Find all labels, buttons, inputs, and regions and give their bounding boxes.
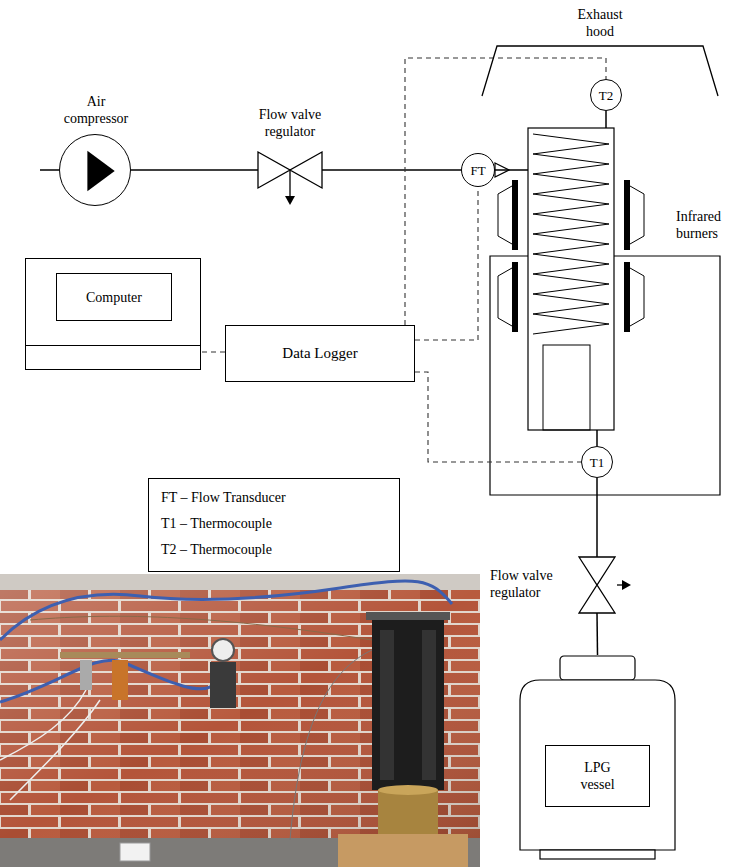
node-label: Data Logger <box>282 345 357 362</box>
rect-part <box>543 345 590 430</box>
rect-part <box>624 180 630 250</box>
heater-column <box>528 128 614 430</box>
path-part <box>10 700 100 800</box>
rect-part <box>528 128 614 430</box>
rect-part <box>380 630 394 780</box>
path-part <box>0 660 214 702</box>
air-inlet-stub <box>40 170 59 171</box>
abbreviation-key: FT – Flow Transducer T1 – Thermocouple T2 … <box>148 478 400 572</box>
polygon-part <box>87 151 114 191</box>
valve-stem <box>617 580 631 590</box>
ellipse-part <box>378 785 438 795</box>
pipe-line <box>596 430 598 446</box>
pipe-line <box>605 111 607 128</box>
pipe-line <box>596 478 598 557</box>
line-part <box>40 169 59 171</box>
path-part <box>520 680 675 850</box>
rect-part <box>624 262 630 332</box>
polyline-part <box>533 134 609 334</box>
rect-part <box>80 660 92 690</box>
rect-part <box>512 262 518 332</box>
path-part <box>498 268 512 326</box>
pipe-line <box>596 613 598 655</box>
node-label: Computer <box>86 289 142 306</box>
valve-stem <box>285 170 295 205</box>
computer: Computer <box>25 258 201 370</box>
monitor-base-line <box>26 345 200 346</box>
node-label: Flow valve regulator <box>250 106 330 140</box>
signal-line <box>201 351 225 352</box>
flow-valve: Flow valve regulator <box>258 150 322 190</box>
rect-part <box>112 660 128 700</box>
path-part <box>30 616 372 640</box>
path-part <box>630 268 644 326</box>
heater-frame <box>490 256 720 495</box>
rect-part <box>0 590 480 840</box>
path-part <box>498 186 512 244</box>
path-part <box>490 256 720 495</box>
pipe-line <box>495 169 528 171</box>
node-label: FT – Flow Transducer <box>161 489 286 506</box>
pump-symbol <box>60 135 132 207</box>
signal-line <box>415 372 581 462</box>
rect-part <box>120 843 150 861</box>
lab-photo <box>0 574 480 867</box>
label-frame: LPG vessel <box>545 745 650 807</box>
node-label: T1 – Thermocouple <box>161 515 272 532</box>
thermocouple: T2 <box>590 79 622 111</box>
node-label: Flow valve regulator <box>490 567 570 601</box>
node-label: Infrared burners <box>676 208 738 242</box>
thermocouple: T1 <box>581 446 613 478</box>
node-label: T2 – Thermocouple <box>161 541 272 558</box>
pipe-line <box>322 169 461 171</box>
polygon-part <box>622 580 631 590</box>
air-compressor: Air compressor <box>59 134 131 206</box>
flow-valve: Flow valve regulator <box>577 557 617 613</box>
rect-part <box>378 790 438 834</box>
node-label: T2 <box>599 87 613 104</box>
rect-part <box>560 656 635 680</box>
infrared-heater: Infrared burners <box>528 128 614 430</box>
polygon-part <box>285 196 295 205</box>
rect-part <box>372 620 444 790</box>
lpg-vessel: LPG vessel <box>520 655 675 860</box>
line-part <box>289 170 290 198</box>
node-label: LPG vessel <box>573 759 623 793</box>
pipe-line <box>131 169 258 171</box>
rect-part <box>210 662 236 708</box>
node-label: FT <box>470 162 485 179</box>
rect-part <box>422 630 436 780</box>
valve-symbol <box>577 557 617 613</box>
path-part <box>258 152 322 188</box>
rect-part <box>512 180 518 250</box>
rect-part <box>338 834 468 867</box>
node-label: Air compressor <box>54 93 138 127</box>
flow-transducer: FT <box>461 153 495 187</box>
rect-part <box>0 574 480 867</box>
node-label: T1 <box>590 454 604 471</box>
circle-part <box>212 639 234 661</box>
path-part <box>0 690 86 760</box>
valve-symbol <box>258 150 322 190</box>
node-label: Exhaust hood <box>570 6 630 40</box>
rect-part <box>60 652 190 658</box>
screen-frame: Computer <box>56 273 172 321</box>
signal-line <box>405 58 606 325</box>
signal-line <box>415 187 478 340</box>
data-logger: Data Logger <box>225 325 415 382</box>
rect-part <box>540 850 655 859</box>
path-part <box>579 557 615 613</box>
path-part <box>290 650 372 840</box>
path-part <box>630 186 644 244</box>
rect-part <box>0 590 480 840</box>
rect-part <box>366 612 450 620</box>
